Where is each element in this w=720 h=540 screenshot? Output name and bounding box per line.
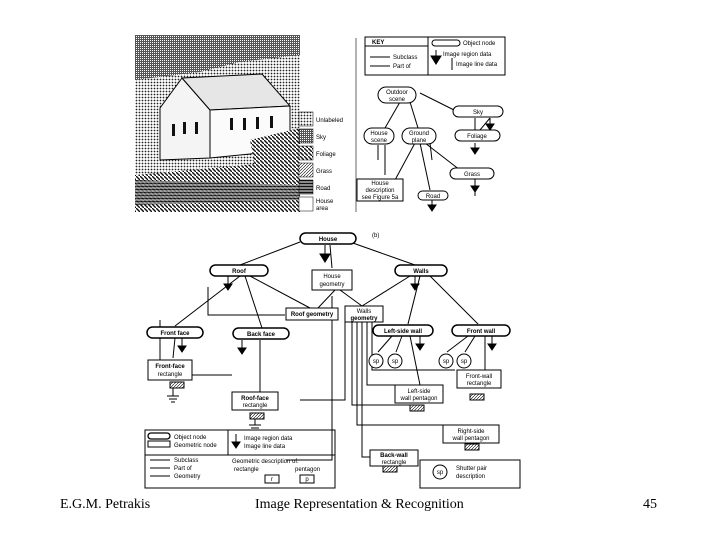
- legend-swatch-road: [298, 179, 314, 195]
- key-shutter-pair-2: description: [456, 474, 485, 480]
- key-geom-pentagon: pentagon: [295, 467, 320, 473]
- node-roof-face-rectangle-2: rectangle: [243, 403, 268, 409]
- node-roof-face-rectangle-1: Roof-face: [241, 396, 269, 402]
- shutter-node-2: sp: [392, 359, 399, 365]
- node-house-geometry-2: geometry: [319, 282, 344, 288]
- top-key-image-region-data: Image region data: [443, 52, 492, 58]
- key-image-line-data: Image line data: [244, 444, 286, 450]
- key-pent-symbol: p: [305, 477, 309, 483]
- legend-foliage: Foliage: [316, 152, 336, 158]
- photo-legend: Unlabeled Sky Foliage Grass Road House a…: [298, 111, 343, 212]
- bottom-model-graph: [146, 232, 511, 473]
- footer-author: E.G.M. Petrakis: [60, 497, 151, 512]
- node-walls-geometry-1: Walls: [357, 309, 371, 315]
- node-front-wall-rectangle-1: Front-wall: [466, 374, 492, 380]
- node-outdoor-scene-2: scene: [389, 97, 406, 103]
- node-house-description-1: House: [371, 181, 389, 187]
- legend-swatch-grass: [298, 162, 314, 178]
- panel-label-b: (b): [372, 233, 379, 239]
- bottom-graph-labels: (b) House Roof House geometry Walls Roof…: [155, 233, 495, 466]
- house-photo: [135, 35, 300, 212]
- footer-page-number: 45: [643, 497, 657, 512]
- node-back-wall-rectangle-1: Back-wall: [380, 453, 408, 459]
- key-part-of: Part of: [174, 466, 192, 472]
- legend-swatch-house-area: [298, 196, 314, 212]
- shutter-node-3: sp: [443, 359, 450, 365]
- key-subclass: Subclass: [174, 458, 198, 464]
- top-graph-labels: KEY Subclass Part of Object node Image r…: [362, 40, 498, 201]
- top-key-object-node: Object node: [463, 41, 496, 47]
- node-road: Road: [426, 194, 440, 200]
- key-geometric-node: Geometric node: [174, 443, 217, 449]
- legend-house-area-2: area: [316, 206, 329, 212]
- key-image-region-data: Image region data: [244, 436, 293, 442]
- node-house-description-3: see Figure 5a: [362, 195, 399, 201]
- top-key-image-line-data: Image line data: [456, 62, 498, 68]
- node-right-side-pentagon-1: Right-side: [457, 429, 485, 435]
- top-key-title: KEY: [372, 40, 384, 46]
- legend-grass: Grass: [316, 169, 332, 175]
- top-key-part-of: Part of: [393, 64, 411, 70]
- node-walls: Walls: [413, 269, 429, 275]
- node-front-face: Front face: [160, 331, 190, 337]
- node-roof-geometry: Roof geometry: [291, 312, 334, 318]
- shutter-node-1: sp: [373, 359, 380, 365]
- node-right-side-pentagon-2: wall pentagon: [451, 436, 489, 442]
- legend-swatch-unlabeled: [298, 111, 314, 127]
- node-ground-plane-2: plane: [412, 138, 427, 144]
- node-left-side-wall: Left-side wall: [384, 329, 422, 335]
- legend-swatch-foliage: [298, 145, 314, 161]
- shutter-node-4: sp: [461, 359, 468, 365]
- node-left-side-pentagon-1: Left-side: [407, 389, 431, 395]
- legend-sky: Sky: [316, 135, 326, 141]
- top-key-subclass: Subclass: [393, 55, 417, 61]
- node-walls-geometry-2: geometry: [350, 316, 378, 322]
- bottom-key: [144, 429, 521, 489]
- node-back-face: Back face: [247, 332, 276, 338]
- node-front-face-rectangle-1: Front-face: [155, 364, 185, 370]
- node-front-face-rectangle-2: rectangle: [158, 372, 183, 378]
- legend-swatch-sky: [298, 128, 314, 144]
- key-geometric-description: Geometric description of:: [232, 459, 299, 465]
- bottom-key-labels: Object node Geometric node Subclass Part…: [174, 435, 487, 483]
- key-geom-rectangle: rectangle: [234, 467, 259, 473]
- legend-unlabeled: Unlabeled: [316, 118, 343, 124]
- node-front-wall-rectangle-2: rectangle: [467, 381, 492, 387]
- node-house-geometry-1: House: [323, 274, 341, 280]
- node-front-wall: Front wall: [467, 329, 496, 335]
- key-object-node: Object node: [174, 435, 207, 441]
- legend-house-area-1: House: [316, 199, 334, 205]
- key-shutter-pair-1: Shutter pair: [456, 466, 487, 472]
- key-shutter-symbol: sp: [437, 470, 444, 476]
- node-house-scene-1: House: [370, 131, 388, 137]
- legend-road: Road: [316, 186, 330, 192]
- node-house-scene-2: scene: [371, 138, 388, 144]
- node-foliage: Foliage: [467, 134, 487, 140]
- node-back-wall-rectangle-2: rectangle: [382, 460, 407, 466]
- key-rect-symbol: r: [271, 477, 273, 483]
- node-roof: Roof: [232, 269, 247, 275]
- node-house: House: [319, 237, 338, 243]
- key-geometry: Geometry: [174, 474, 200, 480]
- top-scene-graph: [355, 36, 506, 212]
- node-house-description-2: description: [365, 188, 394, 194]
- node-outdoor-scene-1: Outdoor: [386, 90, 408, 96]
- node-ground-plane-1: Ground: [409, 131, 429, 137]
- node-grass: Grass: [464, 172, 480, 178]
- node-left-side-pentagon-2: wall pentagon: [399, 396, 437, 402]
- footer-title: Image Representation & Recognition: [255, 497, 464, 512]
- node-sky: Sky: [473, 110, 483, 116]
